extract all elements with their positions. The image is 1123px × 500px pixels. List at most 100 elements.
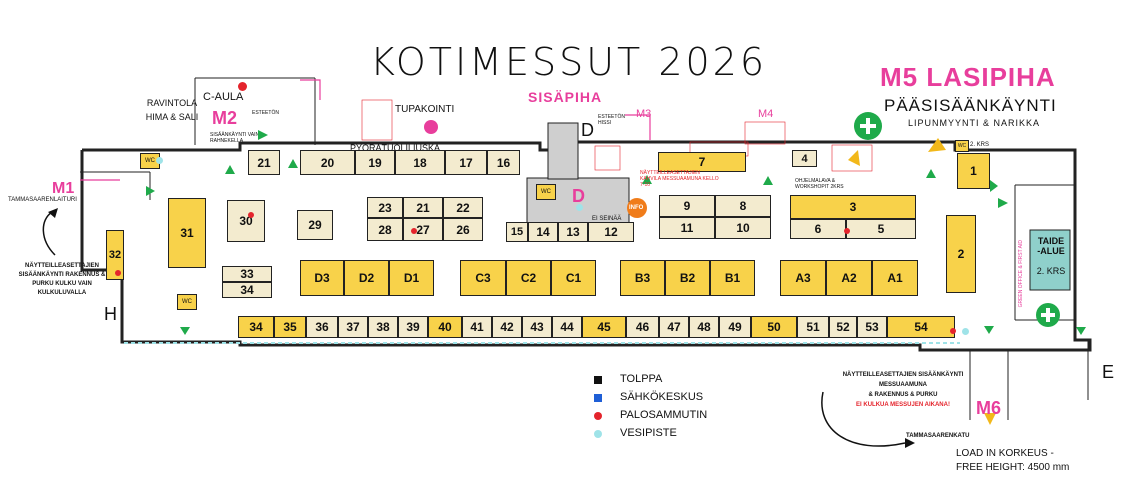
booth-b3[interactable]: B3 bbox=[620, 260, 665, 296]
booth-23[interactable]: 21 bbox=[403, 197, 443, 218]
booth-11[interactable]: 11 bbox=[659, 217, 715, 239]
booth-46[interactable]: 46 bbox=[626, 316, 659, 338]
pyoratuoli-label: PYÖRÄTUOLILIUSKA bbox=[350, 143, 441, 153]
ravintola-sub: HIMA & SALI bbox=[145, 112, 199, 122]
booth-38[interactable]: 38 bbox=[368, 316, 398, 338]
booth-39[interactable]: 39 bbox=[398, 316, 428, 338]
booth-20[interactable]: 20 bbox=[300, 150, 355, 175]
exhibitor-entry-right-line-2: & RAKENNUS & PURKU bbox=[868, 392, 938, 398]
booth-15[interactable]: 15 bbox=[506, 222, 528, 242]
booth-6[interactable]: 6 bbox=[790, 219, 846, 239]
booth-7[interactable]: 7 bbox=[658, 152, 746, 172]
esteeton-hissi-label: ESTEETÖN HISSI bbox=[598, 114, 625, 126]
booth-14[interactable]: 14 bbox=[528, 222, 558, 242]
main-entrance-label: PÄÄSISÄÄNKÄYNTI bbox=[884, 96, 1057, 115]
booth-c2[interactable]: C2 bbox=[506, 260, 551, 296]
booth-22[interactable]: 22 bbox=[443, 197, 483, 218]
booth-c3[interactable]: C3 bbox=[460, 260, 506, 296]
m3-label: M3 bbox=[636, 108, 652, 120]
fire-extinguisher-icon bbox=[950, 328, 956, 334]
booth-a3[interactable]: A3 bbox=[780, 260, 826, 296]
fire-extinguisher-icon bbox=[411, 228, 417, 234]
booth-37[interactable]: 37 bbox=[338, 316, 368, 338]
booth-9[interactable]: 9 bbox=[659, 195, 715, 217]
booth-16[interactable]: 16 bbox=[487, 150, 520, 175]
palosammutin-icon bbox=[594, 412, 602, 420]
m2-label: M2 bbox=[212, 108, 238, 128]
booth-d2[interactable]: D2 bbox=[344, 260, 389, 296]
e-label: E bbox=[1102, 362, 1115, 382]
booth-27[interactable]: 28 bbox=[367, 218, 403, 241]
booth-44[interactable]: 44 bbox=[552, 316, 582, 338]
exhibitor-entry-left: NÄYTTEILLEASETTAJIEN SISÄÄNKÄYNTI RAKENN… bbox=[18, 263, 106, 296]
info-label[interactable]: INFO bbox=[629, 205, 644, 211]
booth-45[interactable]: 45 bbox=[582, 316, 626, 338]
booth-17[interactable]: 17 bbox=[445, 150, 487, 175]
booth-50[interactable]: 50 bbox=[751, 316, 797, 338]
booth-10[interactable]: 10 bbox=[715, 217, 771, 239]
booth-36[interactable]: 36 bbox=[306, 316, 338, 338]
booth-21[interactable]: 21 bbox=[248, 150, 280, 175]
booth-28[interactable]: 29 bbox=[297, 210, 333, 240]
booth-13[interactable]: 13 bbox=[558, 222, 588, 242]
ravintola-label: RAVINTOLA HIMA & SALI bbox=[137, 96, 207, 124]
booth-42[interactable]: 42 bbox=[492, 316, 522, 338]
booth-51[interactable]: 51 bbox=[797, 316, 829, 338]
booth-43[interactable]: 43 bbox=[522, 316, 552, 338]
booth-5[interactable]: 5 bbox=[846, 219, 916, 239]
wc-icon: WC bbox=[536, 184, 556, 200]
legend-item: TOLPPA bbox=[594, 372, 734, 390]
wc-icon: WC bbox=[955, 140, 969, 152]
fire-extinguisher-icon bbox=[238, 82, 247, 91]
tupakointi-label: TUPAKOINTI bbox=[395, 104, 455, 115]
c-aula-label: C-AULA bbox=[203, 91, 244, 103]
booth-33[interactable]: 34 bbox=[222, 282, 272, 298]
booth-29[interactable]: 30 bbox=[227, 200, 265, 242]
booth-35[interactable]: 35 bbox=[274, 316, 306, 338]
booth-18[interactable]: 18 bbox=[395, 150, 445, 175]
booth-a2[interactable]: A2 bbox=[826, 260, 872, 296]
vesipiste-icon bbox=[594, 430, 602, 438]
booth-a1[interactable]: A1 bbox=[872, 260, 918, 296]
booth-1[interactable]: 1 bbox=[957, 153, 990, 189]
booth-32[interactable]: 33 bbox=[222, 266, 272, 282]
booth-26[interactable]: 27 bbox=[403, 218, 443, 241]
booth-41[interactable]: 41 bbox=[462, 316, 492, 338]
booth-19[interactable]: 19 bbox=[355, 150, 395, 175]
wc-icon: WC bbox=[177, 294, 197, 310]
booth-b2[interactable]: B2 bbox=[665, 260, 710, 296]
sahkokeskus-icon bbox=[594, 394, 602, 402]
booth-40[interactable]: 40 bbox=[428, 316, 462, 338]
booth-49[interactable]: 49 bbox=[719, 316, 751, 338]
booth-53[interactable]: 53 bbox=[857, 316, 887, 338]
booth-34[interactable]: 34 bbox=[238, 316, 274, 338]
booth-48[interactable]: 48 bbox=[689, 316, 719, 338]
booth-c1[interactable]: C1 bbox=[551, 260, 596, 296]
tammasaarenkatu-label: TAMMASAARENKATU bbox=[906, 433, 970, 439]
booth-25[interactable]: 26 bbox=[443, 218, 483, 241]
ravintola-name: RAVINTOLA bbox=[146, 98, 198, 108]
m2-note: SISÄÄNKÄYNTI VAIN RAHNEKELLA bbox=[210, 132, 260, 144]
m6-label: M6 bbox=[976, 398, 1002, 418]
booth-2[interactable]: 2 bbox=[946, 215, 976, 293]
booth-b1[interactable]: B1 bbox=[710, 260, 755, 296]
booth-54[interactable]: 54 bbox=[887, 316, 955, 338]
esteeton-label-left: ESTEETÖN bbox=[252, 110, 279, 116]
m5-label: M5 LASIPIHA bbox=[880, 62, 1056, 92]
fire-extinguisher-icon bbox=[844, 228, 850, 234]
booth-30[interactable]: 31 bbox=[168, 198, 206, 268]
booth-4[interactable]: 4 bbox=[792, 150, 817, 167]
booth-3[interactable]: 3 bbox=[790, 195, 916, 219]
ei-seinaa-label: EI SEINÄÄ bbox=[592, 216, 622, 222]
booth-24[interactable]: 23 bbox=[367, 197, 403, 218]
booth-12[interactable]: 12 bbox=[588, 222, 634, 242]
booth-47[interactable]: 47 bbox=[659, 316, 689, 338]
exhibitor-entry-right-line-1: NÄYTTEILLEASETTAJIEN SISÄÄNKÄYNTI MESSUA… bbox=[842, 372, 964, 388]
ohjelmalava-label: OHJELMALAVA & WORKSHOPIT 2KRS bbox=[795, 178, 844, 190]
booth-31[interactable]: 32 bbox=[106, 230, 124, 280]
m1-sub: TAMMASAARENLAITURI bbox=[8, 197, 77, 203]
booth-d3[interactable]: D3 bbox=[300, 260, 344, 296]
booth-8[interactable]: 8 bbox=[715, 195, 771, 217]
booth-52[interactable]: 52 bbox=[829, 316, 857, 338]
booth-d1[interactable]: D1 bbox=[389, 260, 434, 296]
